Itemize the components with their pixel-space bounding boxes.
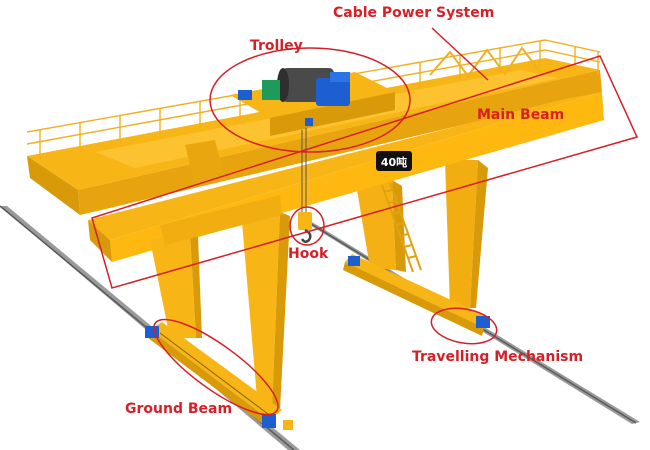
trolley xyxy=(230,68,395,136)
label-main-beam: Main Beam xyxy=(477,107,565,123)
label-trolley: Trolley xyxy=(250,38,303,54)
hook-block xyxy=(298,128,312,243)
label-travelling-mechanism: Travelling Mechanism xyxy=(412,349,584,365)
cable-pointer-line xyxy=(431,27,489,81)
label-hook: Hook xyxy=(288,246,329,262)
capacity-plate: 40吨 xyxy=(376,151,412,171)
annotation-shapes xyxy=(91,27,639,416)
label-ground-beam: Ground Beam xyxy=(125,401,233,417)
front-ground-beam xyxy=(148,322,282,428)
rear-leg-frame xyxy=(355,178,406,272)
upper-leg-frame xyxy=(160,140,282,245)
trolley-highlight-ellipse xyxy=(209,47,411,153)
rear-right-leg xyxy=(445,160,488,308)
main-beam-highlight-box xyxy=(91,55,639,289)
label-cable-power-system: Cable Power System xyxy=(333,5,495,21)
rear-ground-beam xyxy=(343,254,490,336)
travelling-wheels xyxy=(145,256,490,430)
ground-beam-highlight-ellipse xyxy=(153,318,279,416)
hook-highlight-ellipse xyxy=(289,206,325,246)
front-left-leg xyxy=(150,212,290,410)
travelling-highlight-ellipse xyxy=(430,307,498,345)
access-ladder xyxy=(381,182,422,273)
cable-power-festoon xyxy=(429,46,541,78)
walkway-railing xyxy=(26,39,601,158)
capacity-plate-text: 40吨 xyxy=(381,155,407,169)
